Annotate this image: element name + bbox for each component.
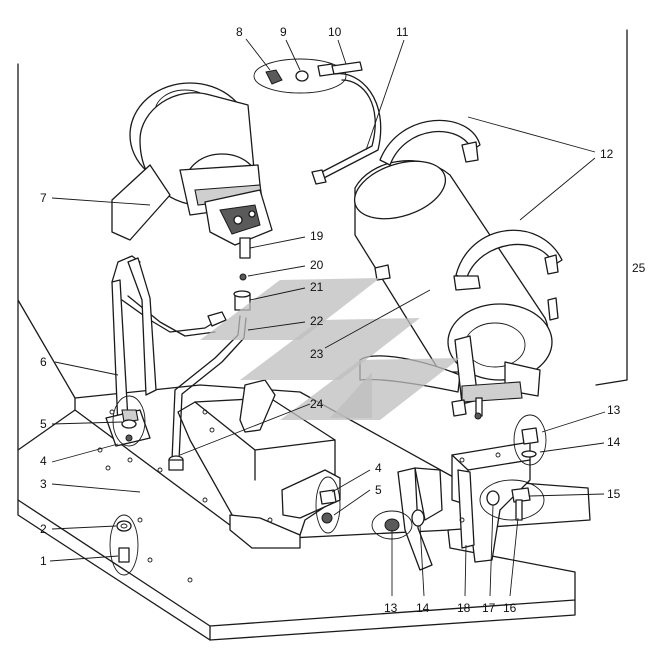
callout-3: 3 [40, 477, 47, 491]
callout-15: 15 [607, 487, 621, 501]
callout-4-center: 4 [375, 461, 382, 475]
callout-14-bottom: 14 [416, 601, 430, 615]
callout-24: 24 [310, 397, 324, 411]
callout-5-center: 5 [375, 483, 382, 497]
callout-5-left: 5 [40, 417, 47, 431]
callout-6: 6 [40, 355, 47, 369]
callout-17: 17 [482, 601, 496, 615]
callout-1: 1 [40, 554, 47, 568]
tank-straps [379, 119, 563, 291]
callout-numbers: 1 2 3 4 5 6 7 8 9 10 11 12 13 14 15 13 1… [40, 25, 646, 615]
callout-13-right: 13 [607, 403, 621, 417]
left-bracket [105, 255, 227, 447]
right-fastener-group [513, 414, 547, 466]
callout-25: 25 [632, 261, 646, 275]
left-fastener-group [112, 395, 146, 447]
callout-14-right: 14 [607, 435, 621, 449]
callout-7: 7 [40, 191, 47, 205]
callout-10: 10 [328, 25, 342, 39]
base-plate [17, 63, 591, 641]
blower-unit [111, 82, 273, 246]
callout-2: 2 [40, 522, 47, 536]
callout-13-bottom: 13 [384, 601, 398, 615]
top-fastener-group [253, 58, 363, 94]
frame-edge-line [595, 29, 628, 386]
center-fastener-group [315, 476, 341, 534]
callout-9: 9 [280, 25, 287, 39]
callout-23: 23 [310, 347, 324, 361]
clamp-strap [311, 73, 382, 185]
callout-18: 18 [457, 601, 471, 615]
callout-21: 21 [310, 280, 324, 294]
battery-tray [177, 379, 341, 549]
fitting-stack [233, 237, 251, 311]
bottom-left-fastener-group [109, 514, 139, 576]
callout-20: 20 [310, 258, 324, 272]
callout-4-left: 4 [40, 454, 47, 468]
watermark-logo [200, 278, 460, 420]
callout-22: 22 [310, 314, 324, 328]
right-bracket [451, 441, 545, 563]
receiver-tank [353, 160, 559, 420]
callout-12: 12 [600, 147, 614, 161]
leader-lines [49, 38, 606, 597]
callout-8: 8 [236, 25, 243, 39]
callout-11: 11 [396, 25, 409, 39]
callout-16: 16 [503, 601, 517, 615]
callout-19: 19 [310, 229, 324, 243]
